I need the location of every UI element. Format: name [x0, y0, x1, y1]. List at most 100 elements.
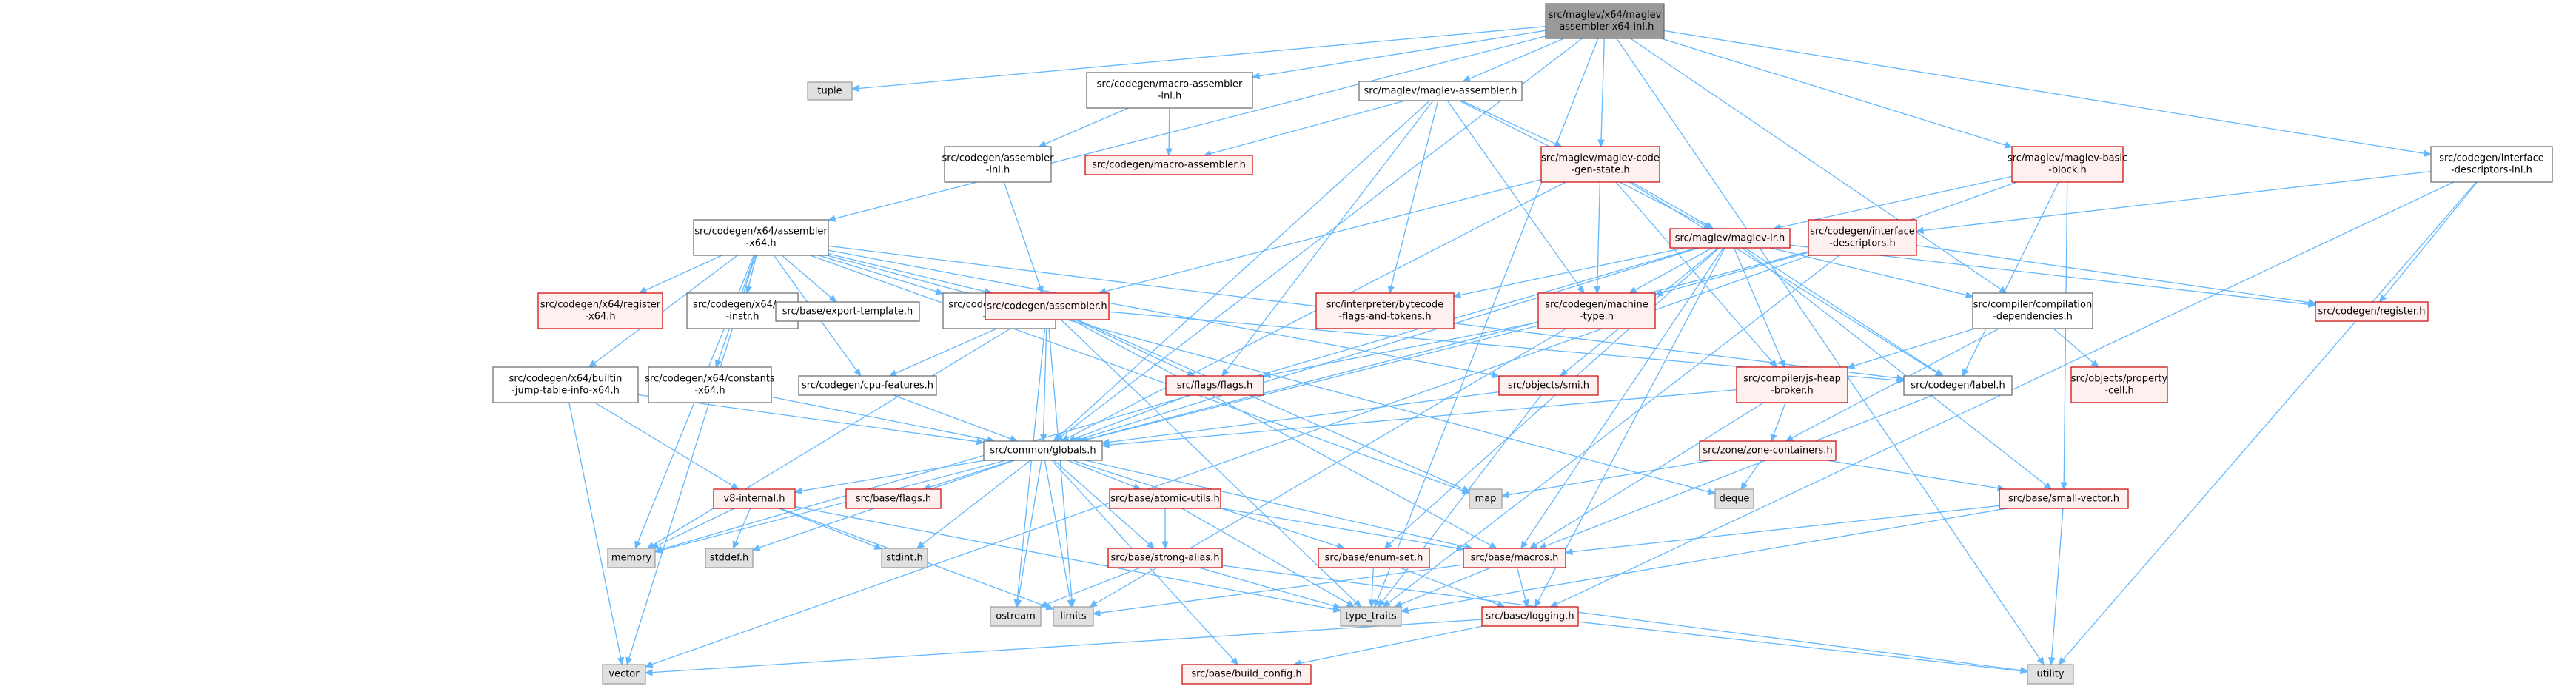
node-register[interactable]: src/codegen/register.h: [2315, 301, 2429, 322]
edge-line: [1630, 38, 2002, 290]
edge-line: [1381, 394, 1542, 602]
edge-line: [1629, 181, 1937, 373]
node-flags[interactable]: src/flags/flags.h: [1165, 375, 1264, 396]
edge-line: [1003, 181, 1041, 287]
node-code-gen[interactable]: src/maglev/maglev-code-gen-state.h: [1540, 146, 1660, 183]
node-cpu-feat[interactable]: src/codegen/cpu-features.h: [798, 375, 937, 396]
edge-assembler-to-type_traits: [1060, 319, 1362, 608]
node-label: stddef.h: [710, 553, 748, 564]
node-globals[interactable]: src/common/globals.h: [983, 440, 1103, 461]
node-prop-cell[interactable]: src/objects/property-cell.h: [2070, 366, 2168, 403]
node-root[interactable]: src/maglev/x64/maglev-assembler-x64-inl.…: [1545, 3, 1665, 39]
edge-maglev_ir-to-comp_deps: [1770, 247, 1974, 299]
edge-line: [1060, 319, 1357, 603]
edge-smi-to-globals: [1101, 391, 1500, 446]
node-label: src/codegen/interface: [2439, 153, 2544, 164]
edge-line: [1663, 30, 2425, 154]
node-label: -x64.h: [694, 386, 725, 397]
node-box: [1903, 375, 2013, 396]
node-macro-asm[interactable]: src/codegen/macro-assembler.h: [1084, 155, 1253, 175]
edge-strong_alias-to-type_traits: [1198, 567, 1342, 610]
node-macros[interactable]: src/base/macros.h: [1463, 548, 1566, 568]
node-enum-set[interactable]: src/base/enum-set.h: [1318, 548, 1430, 568]
node-asm-x64[interactable]: src/codegen/x64/assembler-x64.h: [693, 219, 829, 256]
node-vector[interactable]: vector: [602, 664, 646, 685]
node-base-flags[interactable]: src/base/flags.h: [845, 488, 942, 509]
node-small-vec[interactable]: src/base/small-vector.h: [1999, 488, 2129, 509]
node-smi[interactable]: src/objects/smi.h: [1498, 375, 1599, 396]
node-tuple[interactable]: tuple: [807, 81, 853, 101]
node-box: [1053, 606, 1094, 627]
node-type-traits[interactable]: type_traits: [1340, 606, 1402, 627]
edge-line: [594, 255, 738, 364]
node-export-tpl[interactable]: src/base/export-template.h: [775, 301, 920, 322]
node-label: src/codegen/register.h: [2318, 306, 2426, 317]
edge-line: [922, 460, 1031, 545]
node-limits[interactable]: limits: [1053, 606, 1094, 627]
edge-maglev_ir-to-enum_set: [1383, 247, 1720, 549]
edge-enum_set-to-logging: [1399, 567, 1506, 608]
node-label[interactable]: src/codegen/label.h: [1903, 375, 2013, 396]
node-ostream[interactable]: ostream: [990, 606, 1042, 627]
edge-arrowhead: [1251, 72, 1261, 80]
edge-arrowhead: [794, 487, 803, 494]
edge-v8_internal-to-stdint: [778, 508, 883, 550]
node-iface-inl[interactable]: src/codegen/interface-descriptors-inl.h: [2430, 146, 2553, 183]
node-label: src/codegen/interface: [1810, 226, 1915, 238]
node-basic-block[interactable]: src/maglev/maglev-basic-block.h: [2008, 146, 2127, 183]
edge-arrowhead: [732, 540, 739, 550]
node-box: [1084, 155, 1253, 175]
edge-line: [1577, 621, 2022, 672]
node-box: [607, 548, 656, 568]
node-js-heap[interactable]: src/compiler/js-heap-broker.h: [1736, 366, 1848, 403]
node-reg-x64[interactable]: src/codegen/x64/register-x64.h: [537, 292, 663, 329]
node-strong-alias[interactable]: src/base/strong-alias.h: [1107, 548, 1223, 568]
node-builtin-jt[interactable]: src/codegen/x64/builtin-jump-table-info-…: [492, 366, 639, 403]
node-label: deque: [1720, 494, 1750, 505]
node-label: src/objects/smi.h: [1508, 380, 1589, 391]
node-mach-type[interactable]: src/codegen/machine-type.h: [1537, 292, 1656, 329]
node-atomic[interactable]: src/base/atomic-utils.h: [1109, 488, 1221, 509]
edge-line: [1225, 100, 1434, 372]
node-bytecode[interactable]: src/interpreter/bytecode-flags-and-token…: [1315, 292, 1455, 329]
edge-basic_block-to-label: [1962, 181, 2059, 377]
edge-asm_inl-to-assembler: [1003, 181, 1044, 295]
node-maglev-ir[interactable]: src/maglev/maglev-ir.h: [1669, 228, 1791, 249]
node-macro-inl[interactable]: src/codegen/macro-assembler-inl.h: [1086, 72, 1253, 109]
node-build-config[interactable]: src/base/build_config.h: [1181, 664, 1312, 685]
node-map[interactable]: map: [1469, 488, 1503, 509]
node-box: [1537, 292, 1656, 329]
node-label: -gen-state.h: [1571, 165, 1629, 176]
node-stdint[interactable]: stdint.h: [881, 548, 928, 568]
node-zone[interactable]: src/zone/zone-containers.h: [1699, 440, 1837, 461]
node-deque[interactable]: deque: [1714, 488, 1754, 509]
node-comp-deps[interactable]: src/compiler/compilation-dependencies.h: [1972, 292, 2093, 329]
edge-line: [1401, 567, 1492, 605]
edge-globals-to-v8_internal: [794, 460, 986, 494]
node-box: [1086, 72, 1253, 109]
node-memory[interactable]: memory: [607, 548, 656, 568]
edge-comp_deps-to-js_heap: [1846, 328, 1976, 369]
node-consts-x64[interactable]: src/codegen/x64/constants-x64.h: [645, 366, 775, 403]
node-assembler[interactable]: src/codegen/assembler.h: [985, 292, 1110, 320]
node-asm-inl[interactable]: src/codegen/assembler-inl.h: [942, 146, 1055, 183]
edge-zone-to-map: [1500, 460, 1711, 499]
edge-arrowhead: [1577, 285, 1585, 295]
node-iface[interactable]: src/codegen/interface-descriptors.h: [1808, 219, 1917, 256]
edge-arrowhead: [1461, 485, 1471, 492]
edge-line: [1221, 565, 2022, 671]
edge-line: [1389, 247, 1720, 545]
edge-logging-to-vector: [644, 619, 1483, 676]
node-utility[interactable]: utility: [2027, 664, 2074, 685]
node-box: [1540, 146, 1660, 183]
edge-arrowhead: [1393, 601, 1403, 608]
node-maglev-asm[interactable]: src/maglev/maglev-assembler.h: [1358, 81, 1523, 101]
node-stddef[interactable]: stddef.h: [705, 548, 754, 568]
node-v8-internal[interactable]: v8-internal.h: [713, 488, 796, 509]
edge-iface-to-mach_type: [1654, 252, 1809, 297]
node-box: [1463, 548, 1566, 568]
edge-arrowhead: [827, 215, 836, 222]
node-logging[interactable]: src/base/logging.h: [1481, 606, 1579, 627]
node-label: src/codegen/assembler.h: [987, 301, 1107, 312]
edge-line: [1220, 508, 1458, 549]
